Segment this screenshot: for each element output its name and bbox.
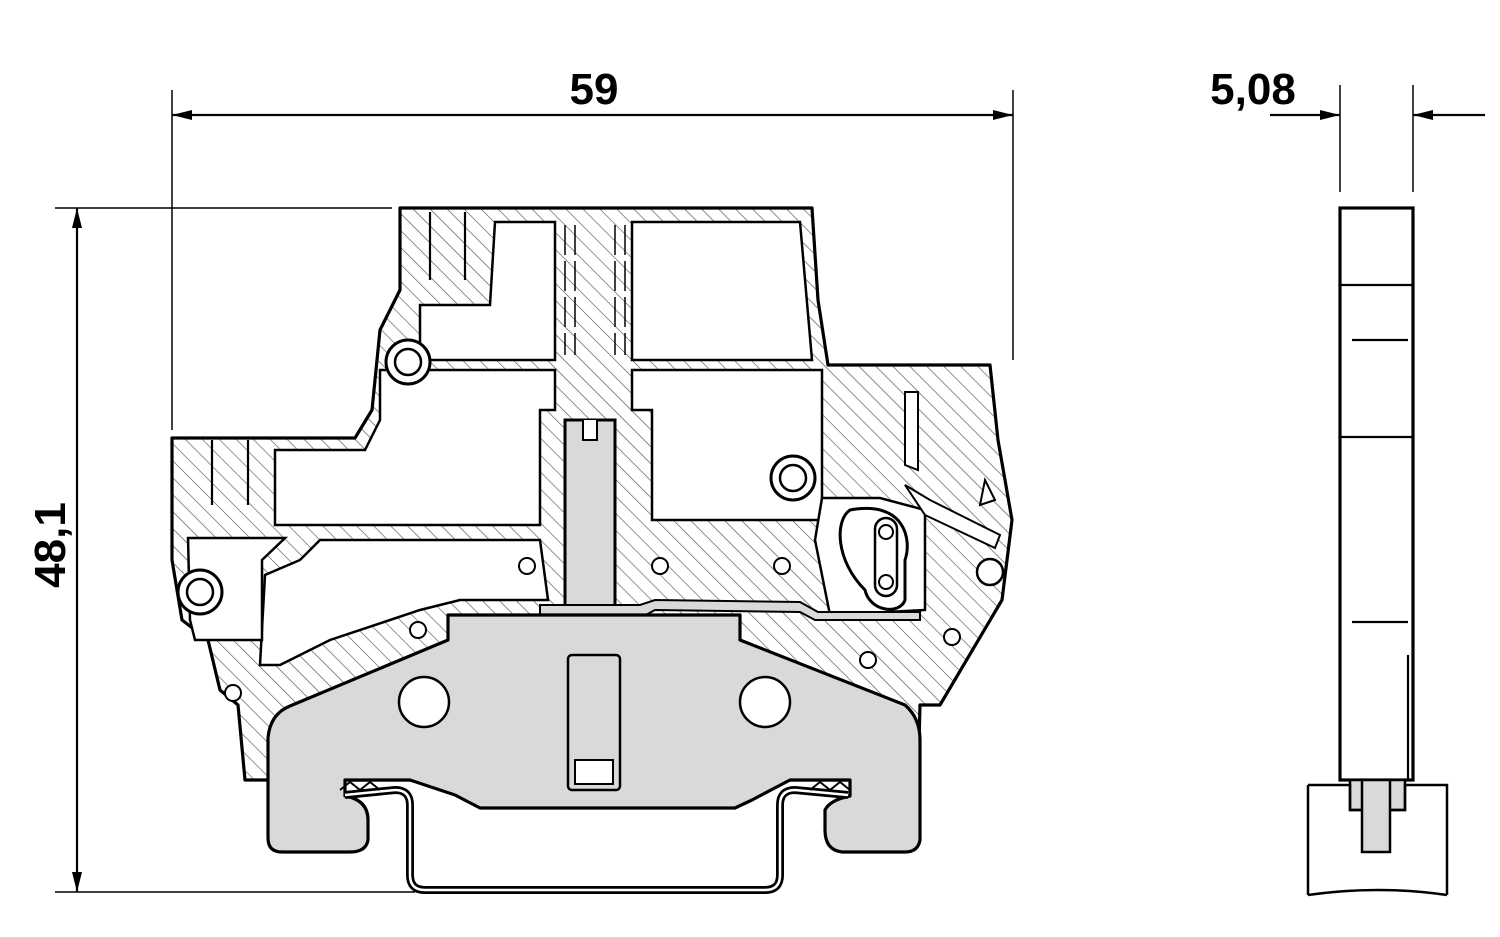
center-pin xyxy=(563,418,617,617)
thickness-label: 5,08 xyxy=(1210,65,1296,114)
height-label: 48,1 xyxy=(26,502,75,588)
width-label: 59 xyxy=(570,65,619,114)
terminal-block-side-view xyxy=(1306,206,1449,897)
thickness-dimension: 5,08 xyxy=(1210,65,1485,192)
width-dimension: 59 xyxy=(171,65,1014,430)
height-dimension: 48,1 xyxy=(26,207,415,893)
terminal-block-front-view xyxy=(170,206,1014,894)
rivet-holes xyxy=(176,338,961,702)
